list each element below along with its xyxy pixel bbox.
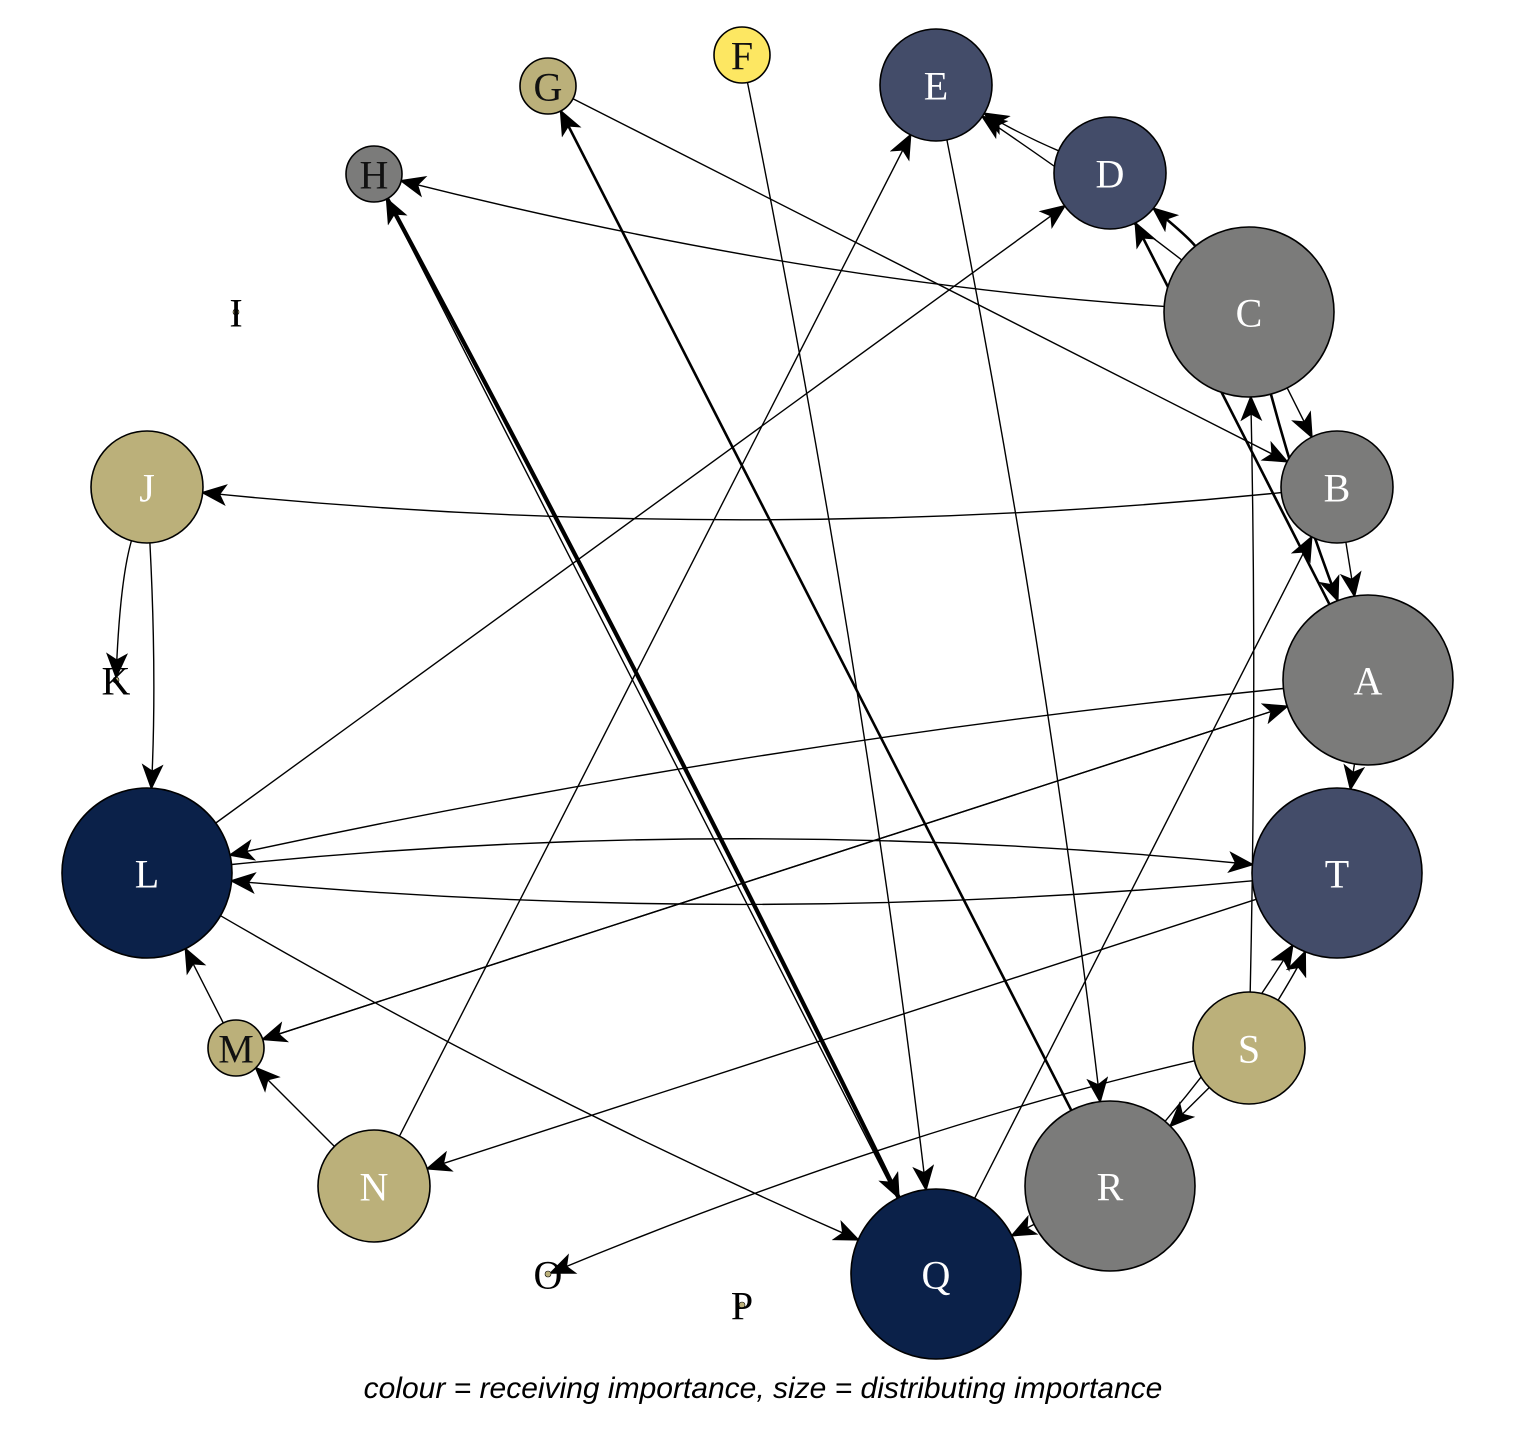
node-I: I xyxy=(229,291,242,336)
node-label-J: J xyxy=(139,466,155,511)
figure-caption: colour = receiving importance, size = di… xyxy=(363,1372,1163,1405)
node-label-K: K xyxy=(102,659,131,704)
edge-C-to-D xyxy=(1151,207,1197,247)
edge-N-to-E xyxy=(398,132,912,1137)
node-K: K xyxy=(102,659,131,704)
node-T: T xyxy=(1251,787,1423,959)
node-circle-O xyxy=(544,1270,552,1278)
node-label-T: T xyxy=(1325,852,1349,897)
node-circle-D xyxy=(1053,116,1167,230)
node-label-A: A xyxy=(1354,659,1383,704)
edge-H-to-Q xyxy=(385,197,901,1200)
node-label-S: S xyxy=(1238,1027,1260,1072)
node-circle-T xyxy=(1251,787,1423,959)
edge-R-to-Q xyxy=(1009,1214,1039,1237)
node-J: J xyxy=(90,430,204,544)
edge-L-to-T xyxy=(231,838,1255,874)
edge-L-to-D xyxy=(215,204,1067,824)
node-N: N xyxy=(317,1129,431,1243)
node-R: R xyxy=(1024,1100,1196,1272)
node-H: H xyxy=(345,145,403,203)
node-circle-C xyxy=(1163,226,1335,398)
node-circle-S xyxy=(1192,991,1306,1105)
edge-M-to-L xyxy=(184,946,224,1024)
node-G: G xyxy=(519,57,577,115)
edges-layer xyxy=(106,82,1366,1274)
edge-R-to-G xyxy=(559,108,1073,1111)
node-circle-I xyxy=(232,308,240,316)
edge-S-to-O xyxy=(548,1060,1195,1274)
edge-M-to-A xyxy=(262,703,1290,1040)
node-circle-Q xyxy=(850,1188,1022,1360)
edge-S-to-C xyxy=(1240,394,1263,993)
node-A: A xyxy=(1282,594,1454,766)
node-E: E xyxy=(879,28,993,142)
node-label-Q: Q xyxy=(922,1253,951,1298)
node-label-F: F xyxy=(731,34,753,79)
edge-Q-to-H xyxy=(385,196,898,1199)
edge-B-to-A xyxy=(1339,542,1362,599)
node-circle-A xyxy=(1282,594,1454,766)
node-circle-M xyxy=(207,1019,265,1077)
node-circle-N xyxy=(317,1129,431,1243)
edge-A-to-T xyxy=(1343,763,1366,792)
nodes-layer: A B C D E F G H I J K L M N O P Q R S T xyxy=(61,26,1454,1360)
node-label-N: N xyxy=(360,1165,389,1210)
node-label-D: D xyxy=(1096,152,1125,197)
edge-D-to-E xyxy=(982,112,1059,152)
node-P: P xyxy=(731,1284,753,1329)
node-B: B xyxy=(1280,430,1394,544)
node-M: M xyxy=(207,1019,265,1077)
node-label-E: E xyxy=(924,64,948,109)
node-label-O: O xyxy=(534,1253,563,1298)
edge-C-to-H xyxy=(399,176,1165,308)
node-L: L xyxy=(61,787,233,959)
edge-L-to-Q xyxy=(220,915,861,1241)
node-circle-J xyxy=(90,430,204,544)
node-O: O xyxy=(534,1253,563,1298)
node-Q: Q xyxy=(850,1188,1022,1360)
edge-C-to-B xyxy=(1286,387,1313,439)
edge-N-to-M xyxy=(254,1066,335,1147)
edge-E-to-R xyxy=(946,139,1109,1104)
node-circle-E xyxy=(879,28,993,142)
node-circle-B xyxy=(1280,430,1394,544)
node-circle-K xyxy=(112,676,120,684)
node-label-I: I xyxy=(229,291,242,336)
node-label-H: H xyxy=(360,153,389,198)
node-label-P: P xyxy=(731,1284,753,1329)
edge-F-to-Q xyxy=(746,82,935,1192)
edge-B-to-J xyxy=(200,484,1282,521)
edge-J-to-L xyxy=(141,542,164,791)
edge-A-to-L xyxy=(227,687,1284,861)
node-circle-G xyxy=(519,57,577,115)
edge-S-to-T xyxy=(1277,949,1307,1001)
node-circle-R xyxy=(1024,1100,1196,1272)
node-F: F xyxy=(713,26,771,84)
node-label-M: M xyxy=(218,1027,254,1072)
node-label-B: B xyxy=(1324,466,1351,511)
node-circle-H xyxy=(345,145,403,203)
edge-T-to-L xyxy=(229,872,1253,906)
node-D: D xyxy=(1053,116,1167,230)
node-label-L: L xyxy=(135,852,159,897)
node-label-G: G xyxy=(534,65,563,110)
node-circle-L xyxy=(61,787,233,959)
node-circle-F xyxy=(713,26,771,84)
edge-J-to-K xyxy=(106,540,133,680)
node-circle-P xyxy=(738,1301,746,1309)
edge-S-to-R xyxy=(1168,1087,1210,1128)
node-label-C: C xyxy=(1236,291,1263,336)
node-C: C xyxy=(1163,226,1335,398)
node-label-R: R xyxy=(1097,1165,1124,1210)
edge-T-to-N xyxy=(425,898,1257,1172)
node-S: S xyxy=(1192,991,1306,1105)
